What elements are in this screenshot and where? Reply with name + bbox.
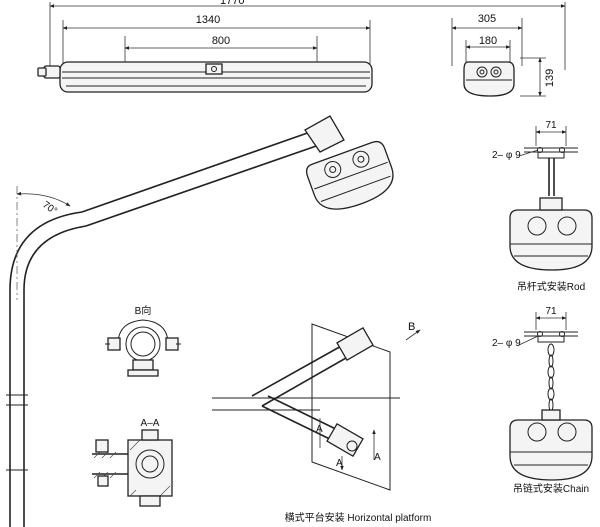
section-a-a [92, 429, 173, 507]
rod-mount-view [509, 126, 593, 271]
hole-label-chain: 2– φ 9 [492, 338, 521, 349]
hole-label-rod: 2– φ 9 [492, 150, 521, 161]
platform-mount-view [212, 323, 421, 491]
dim-180: 180 [479, 35, 497, 47]
dim-1340: 1340 [196, 14, 220, 26]
caption-chain: 吊链式安装Chain [513, 482, 589, 495]
caption-rod: 吊杆式安装Rod [517, 280, 585, 293]
pole-arm-assembly [6, 115, 394, 527]
clamp-view-b [105, 319, 181, 377]
arrow-b-label: B [408, 321, 415, 333]
marker-a-lower: A [336, 458, 343, 469]
section-aa-label: A–A [141, 418, 160, 429]
marker-a-upper: A [316, 424, 323, 435]
dim-71-chain: 71 [545, 306, 557, 317]
fixture-end-view [451, 18, 546, 97]
dim-305: 305 [478, 13, 496, 25]
view-b-label: B向 [135, 304, 152, 317]
dim-overall-length: 1770 [220, 0, 244, 7]
chain-mount-view [509, 312, 593, 481]
marker-a-right: A [374, 452, 381, 463]
angle-label: 70° [40, 199, 59, 217]
dim-139: 139 [544, 69, 556, 87]
dim-71-rod: 71 [545, 120, 557, 131]
caption-platform: 横式平台安装 Horizontal platform [285, 511, 432, 524]
fixture-side-view [37, 2, 566, 93]
dim-800: 800 [212, 35, 230, 47]
